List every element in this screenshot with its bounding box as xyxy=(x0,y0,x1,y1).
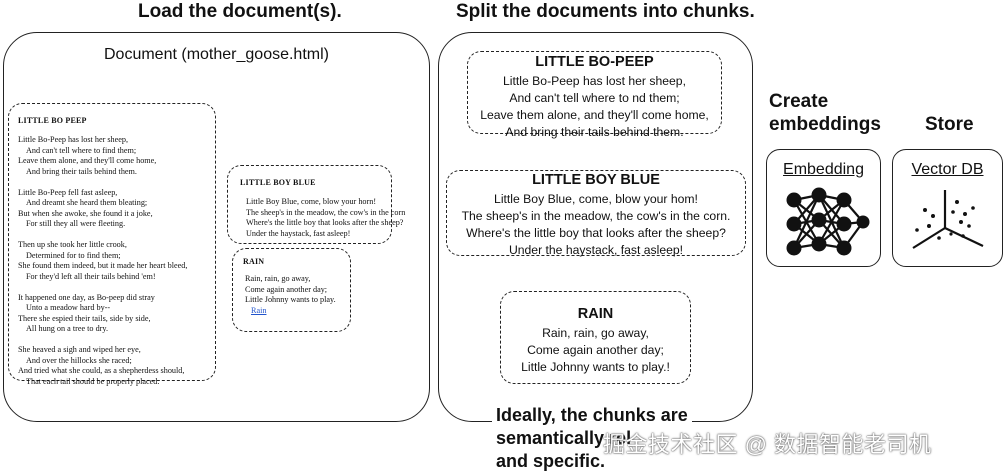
doc-bo-peep-stanza: Little Bo-Peep has lost her sheep,And ca… xyxy=(18,135,214,177)
doc-boy-blue-text: LITTLE BOY BLUE Little Boy Blue, come, b… xyxy=(240,178,406,239)
doc-bo-peep-line: For still they all were fleeting. xyxy=(26,219,126,228)
doc-bo-peep-title: LITTLE BO PEEP xyxy=(18,116,87,125)
heading-create-embeddings: Create embeddings xyxy=(769,91,881,135)
document-panel xyxy=(3,32,430,422)
doc-rain-text: RAIN Rain, rain, go away,Come again anot… xyxy=(243,257,349,316)
chunk-bo-peep-line: And bring their tails behind them. xyxy=(505,125,684,139)
doc-section-rain xyxy=(232,248,351,332)
doc-boy-blue-line: Little Boy Blue, come, blow your horn! xyxy=(246,197,377,206)
vector-db-box: Vector DB xyxy=(892,149,1003,267)
chunk-boy-blue-title: LITTLE BOY BLUE xyxy=(532,172,660,188)
doc-rain-line: Little Johnny wants to play. xyxy=(245,295,336,304)
doc-bo-peep-line: And over the hillocks she raced; xyxy=(26,355,132,365)
doc-rain-title: RAIN xyxy=(243,257,265,266)
chunk-bo-peep-line: Leave them alone, and they'll come home, xyxy=(480,108,709,122)
note-line-3: and specific. xyxy=(496,451,606,471)
doc-rain-line: Come again another day; xyxy=(245,284,328,294)
chunk-bo-peep-line: Little Bo-Peep has lost her sheep, xyxy=(503,74,686,88)
chunk-bo-peep-title: LITTLE BO-PEEP xyxy=(535,54,654,70)
doc-bo-peep-line: Little Bo-Peep fell fast asleep, xyxy=(18,187,118,197)
doc-bo-peep-line: And tried what she could, as a shepherde… xyxy=(18,366,185,375)
chunk-rain-title: RAIN xyxy=(577,306,614,322)
doc-bo-peep-stanza: Then up she took her little crook,Determ… xyxy=(18,240,214,282)
chunk-rain xyxy=(500,291,691,384)
heading-split: Split the documents into chunks. xyxy=(456,1,755,22)
chunk-bo-peep-line: And can't tell where to nd them; xyxy=(509,91,680,105)
chunk-boy-blue-line: Little Boy Blue, come, blow your hom! xyxy=(494,192,698,206)
chunk-boy-blue-content: LITTLE BOY BLUE Little Boy Blue, come, b… xyxy=(446,172,746,259)
chunk-bo-peep xyxy=(467,51,722,134)
document-title: Document (mother_goose.html) xyxy=(104,46,329,63)
doc-bo-peep-text: LITTLE BO PEEP Little Bo-Peep has lost h… xyxy=(18,116,214,398)
chunk-rain-line: Rain, rain, go away, xyxy=(542,326,649,340)
doc-bo-peep-line: Little Bo-Peep has lost her sheep, xyxy=(18,135,129,144)
doc-bo-peep-line: But when she awoke, she found it a joke, xyxy=(18,208,153,218)
doc-bo-peep-line: All hung on a tree to dry. xyxy=(26,324,109,333)
doc-bo-peep-line: She found them indeed, but it made her h… xyxy=(18,261,188,270)
doc-boy-blue-line: Under the haystack, fast asleep! xyxy=(246,228,351,238)
chunk-rain-content: RAIN Rain, rain, go away, Come again anot… xyxy=(500,306,691,376)
doc-bo-peep-line: Leave them alone, and they'll come home, xyxy=(18,156,157,165)
doc-boy-blue-line: Where's the little boy that looks after … xyxy=(246,218,404,227)
doc-rain-line: Rain, rain, go away, xyxy=(245,274,311,283)
note-line-1: Ideally, the chunks are xyxy=(496,405,688,425)
doc-bo-peep-stanza: She heaved a sigh and wiped her eye,And … xyxy=(18,345,214,387)
heading-load: Load the document(s). xyxy=(138,1,342,22)
vector-scatter-icon xyxy=(912,190,984,249)
doc-bo-peep-line: Then up she took her little crook, xyxy=(18,240,127,249)
chunk-rain-line: Come again another day; xyxy=(527,343,664,357)
doc-boy-blue-line: The sheep's in the meadow, the cow's in … xyxy=(246,207,406,217)
doc-bo-peep-line: Determined for to find them; xyxy=(26,250,121,260)
embedding-box: Embedding xyxy=(766,149,881,267)
doc-bo-peep-line: And can't tell where to find them; xyxy=(26,145,137,155)
chunk-boy-blue-line: Where's the little boy that looks after … xyxy=(466,226,726,240)
doc-bo-peep-line: And bring their tails behind them. xyxy=(26,166,137,176)
doc-bo-peep-line: It happened one day, as Bo-peep did stra… xyxy=(18,292,155,302)
doc-bo-peep-line: For they'd left all their tails behind '… xyxy=(26,271,156,281)
note-line-2: semantically rel xyxy=(496,428,632,448)
doc-bo-peep-line: And dreamt she heard them bleating; xyxy=(26,198,148,207)
doc-section-boy-blue xyxy=(227,165,392,244)
vector-db-label: Vector DB xyxy=(911,161,984,178)
chunk-bo-peep-content: LITTLE BO-PEEP Little Bo-Peep has lost h… xyxy=(467,54,722,141)
chunk-boy-blue-line: The sheep's in the meadow, the cow's in … xyxy=(461,209,731,223)
doc-bo-peep-line: Unto a meadow hard by-- xyxy=(26,303,111,312)
neural-network-icon xyxy=(786,187,870,256)
chunk-boy-blue xyxy=(446,170,746,256)
doc-bo-peep-line: There she espied their tails, side by si… xyxy=(18,313,151,323)
doc-rain-link[interactable]: Rain xyxy=(251,305,267,315)
doc-bo-peep-line: She heaved a sigh and wiped her eye, xyxy=(18,345,141,354)
embedding-label: Embedding xyxy=(783,161,864,178)
chunk-boy-blue-line: Under the haystack, fast asleep! xyxy=(508,243,684,257)
doc-bo-peep-stanza: It happened one day, as Bo-peep did stra… xyxy=(18,293,214,335)
watermark: 掘金技术社区 @ 数据智能老司机 xyxy=(603,432,932,457)
doc-section-bo-peep xyxy=(8,103,216,381)
chunks-note: Ideally, the chunks are semantically rel… xyxy=(492,404,692,473)
doc-boy-blue-title: LITTLE BOY BLUE xyxy=(240,178,316,187)
heading-store: Store xyxy=(925,114,974,135)
doc-bo-peep-line: That each tail should be properly placed… xyxy=(26,376,160,386)
chunk-rain-line: Little Johnny wants to play.! xyxy=(521,360,670,374)
doc-bo-peep-stanza: Little Bo-Peep fell fast asleep,And drea… xyxy=(18,188,214,230)
